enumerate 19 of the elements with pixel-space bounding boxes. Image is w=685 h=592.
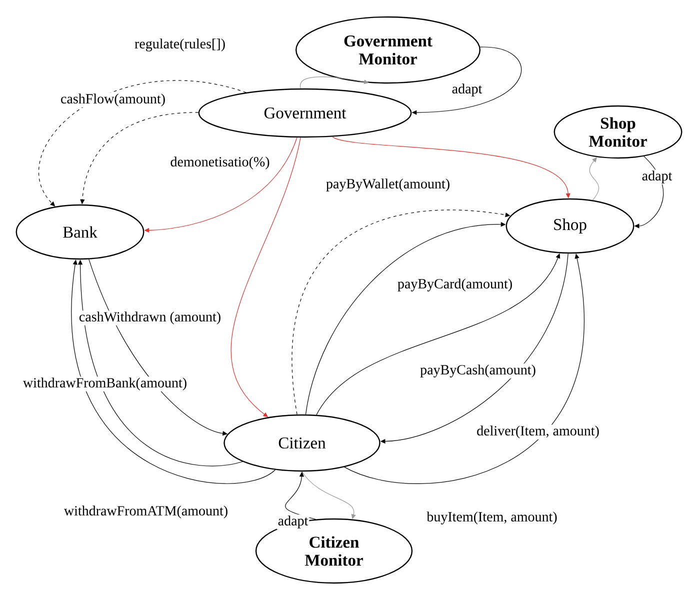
edge-label: adapt — [276, 514, 310, 530]
edge-label: withdrawFromBank(amount) — [22, 376, 188, 392]
arrow — [344, 254, 584, 484]
edge-label: payByCash(amount) — [419, 364, 537, 378]
edge-label: withdrawFromATM(amount) — [62, 504, 230, 520]
edge-label: buyItem(Item, amount) — [426, 510, 558, 526]
edge-label: adapt — [640, 170, 674, 184]
edge-label: adapt — [450, 82, 484, 98]
edge-label: demonetisatio(%) — [169, 156, 271, 170]
arrow — [589, 157, 600, 200]
edge-label: regulate(rules[]) — [134, 38, 226, 52]
arrow — [71, 260, 276, 484]
edge-label: payByWallet(amount) — [324, 178, 452, 192]
edge-label: payByCard(amount) — [396, 278, 514, 292]
edge-label: deliver(Item, amount) — [476, 424, 600, 440]
arrow — [231, 137, 301, 418]
arrow — [300, 76, 369, 89]
edge-label: cashFlow(amount) — [60, 92, 166, 108]
edge-label: cashWithdrawn (amount) — [78, 310, 222, 326]
